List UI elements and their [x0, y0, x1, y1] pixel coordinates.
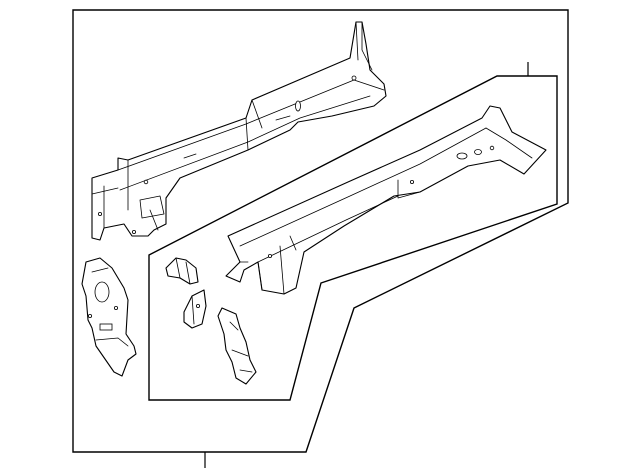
upper-rail-assembly: [91, 21, 387, 241]
lower-rail-section: [225, 105, 547, 295]
small-bracket-lower: [183, 289, 207, 329]
assembly-frame: [72, 9, 569, 453]
small-bracket-upper: [165, 257, 199, 285]
mounting-plate: [81, 257, 137, 377]
reinforcement-bracket: [217, 307, 257, 385]
subassembly-frame: [148, 75, 558, 401]
